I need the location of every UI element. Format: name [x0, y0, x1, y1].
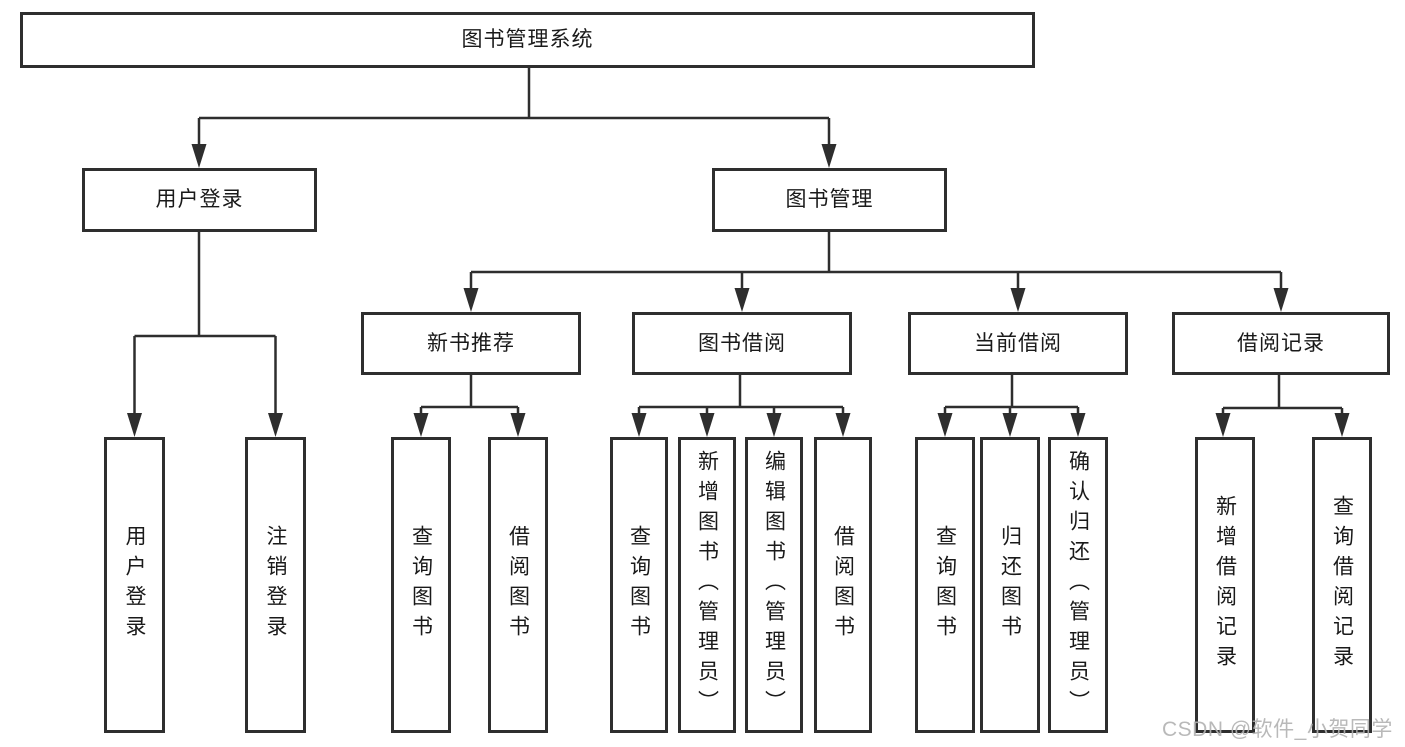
- leaf-borrow-add-book-admin: 新增图书（管理员）: [678, 437, 736, 733]
- arrow-down-icon: [835, 413, 851, 437]
- node-book-borrow: 图书借阅: [632, 312, 852, 375]
- node-book-management-branch: 图书管理: [712, 168, 947, 232]
- leaf-current-query-book: 查询图书: [915, 437, 975, 733]
- leaf-record-add-record: 新增借阅记录: [1195, 437, 1255, 733]
- leaf-recommend-borrow-book: 借阅图书: [488, 437, 548, 733]
- arrow-down-icon: [821, 144, 837, 168]
- arrow-down-icon: [631, 413, 647, 437]
- arrow-down-icon: [191, 144, 207, 168]
- leaf-record-query-record: 查询借阅记录: [1312, 437, 1372, 733]
- leaf-current-confirm-return-admin: 确认归还（管理员）: [1048, 437, 1108, 733]
- node-current-borrow: 当前借阅: [908, 312, 1128, 375]
- arrow-down-icon: [1002, 413, 1018, 437]
- arrow-down-icon: [127, 413, 142, 437]
- leaf-logout: 注销登录: [245, 437, 306, 733]
- leaf-borrow-borrow-book: 借阅图书: [814, 437, 872, 733]
- node-borrow-record: 借阅记录: [1172, 312, 1390, 375]
- node-user-login-branch: 用户登录: [82, 168, 317, 232]
- csdn-watermark: CSDN @软件_小贺同学: [1162, 718, 1393, 741]
- node-library-management-system: 图书管理系统: [20, 12, 1035, 68]
- node-new-book-recommend: 新书推荐: [361, 312, 581, 375]
- arrow-down-icon: [1273, 288, 1289, 312]
- arrow-down-icon: [1010, 288, 1026, 312]
- arrow-down-icon: [1334, 413, 1350, 437]
- leaf-borrow-query-book: 查询图书: [610, 437, 668, 733]
- arrow-down-icon: [463, 288, 479, 312]
- leaf-borrow-edit-book-admin: 编辑图书（管理员）: [745, 437, 803, 733]
- arrow-down-icon: [1070, 413, 1086, 437]
- arrow-down-icon: [937, 413, 953, 437]
- arrow-down-icon: [766, 413, 782, 437]
- arrow-down-icon: [413, 413, 429, 437]
- arrow-down-icon: [1215, 413, 1231, 437]
- leaf-recommend-query-book: 查询图书: [391, 437, 451, 733]
- arrow-down-icon: [268, 413, 283, 437]
- arrow-down-icon: [699, 413, 715, 437]
- arrow-down-icon: [734, 288, 750, 312]
- leaf-user-login: 用户登录: [104, 437, 165, 733]
- leaf-current-return-book: 归还图书: [980, 437, 1040, 733]
- arrow-down-icon: [510, 413, 526, 437]
